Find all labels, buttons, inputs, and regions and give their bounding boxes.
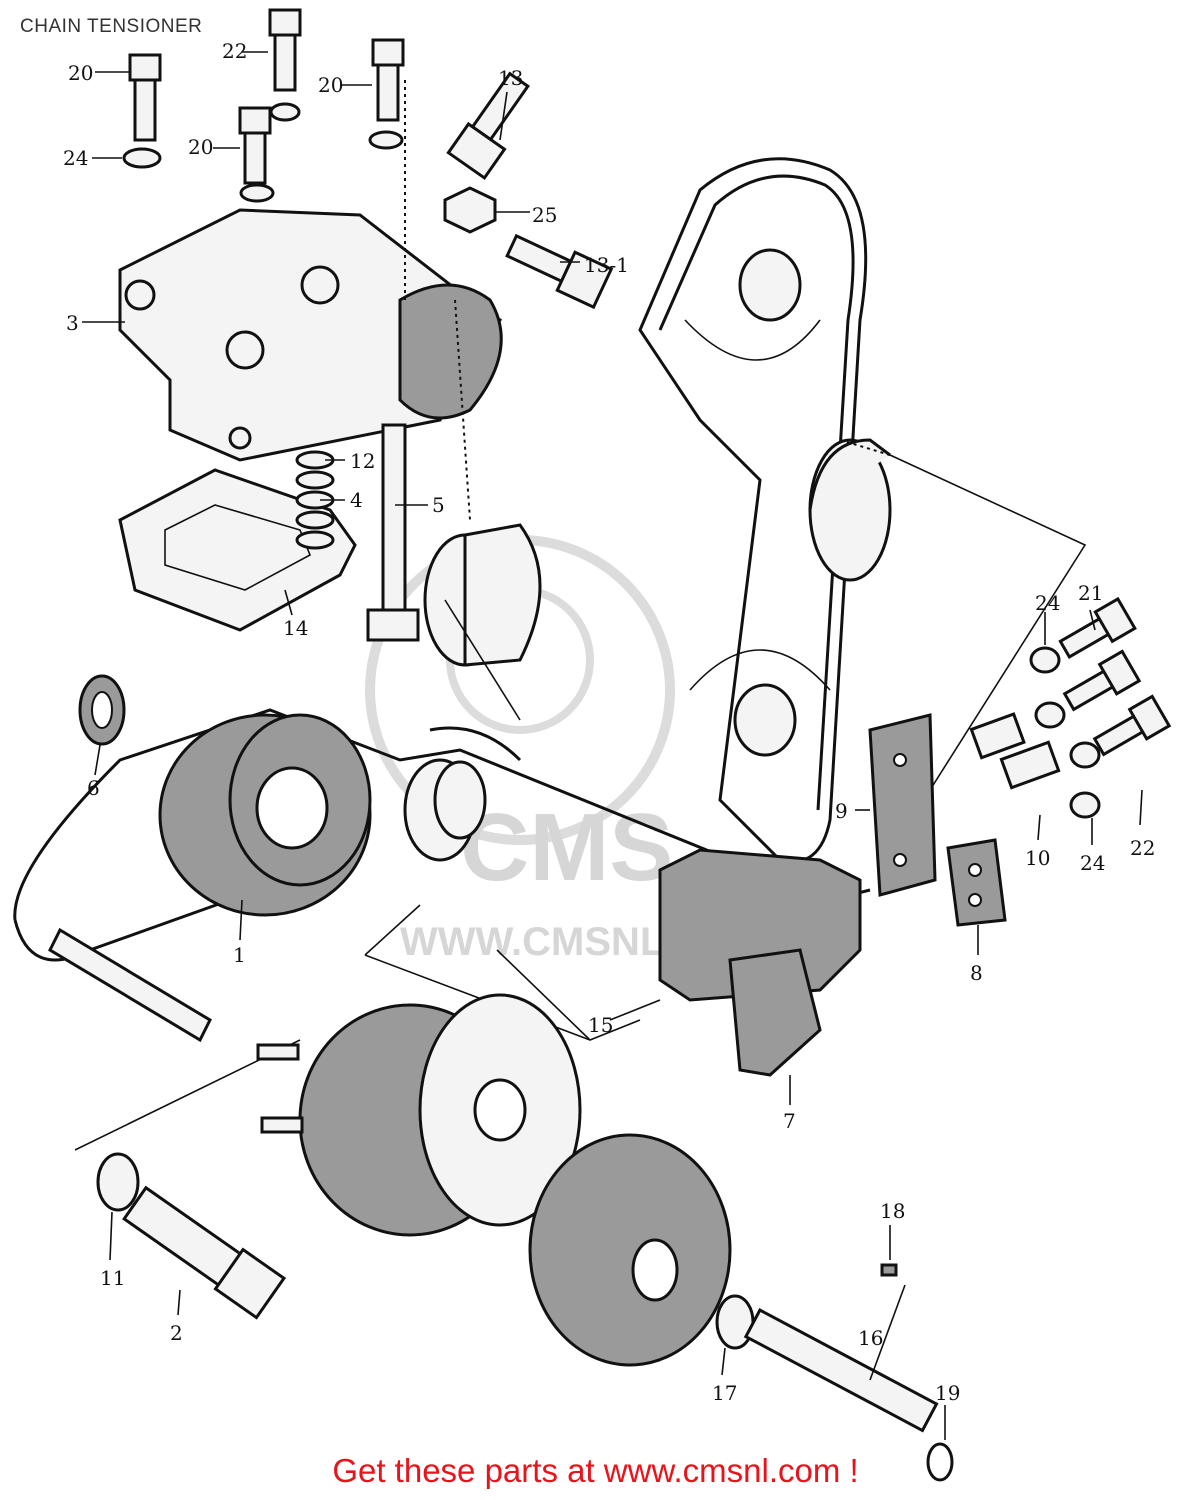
- callout-20-a: 20: [68, 61, 93, 85]
- bolt-13: [446, 71, 530, 181]
- washer-11: [96, 1152, 140, 1212]
- shaft-16: [743, 1308, 939, 1433]
- washer-20-b: [368, 130, 404, 150]
- callout-11: 11: [100, 1266, 125, 1290]
- bolt-22-a: [268, 8, 302, 92]
- spring-4: [295, 450, 335, 550]
- footer-link-text[interactable]: Get these parts at www.cmsnl.com !: [332, 1452, 859, 1489]
- callout-18: 18: [880, 1199, 905, 1223]
- callout-2: 2: [170, 1321, 183, 1345]
- damper-block-9: [868, 713, 937, 897]
- callout-24-b: 24: [1035, 591, 1060, 615]
- watermark-logo: CMS: [460, 794, 673, 901]
- tensioner-housing-3: [118, 208, 503, 462]
- washer-24-c: [1034, 701, 1066, 729]
- screw-a: [256, 1043, 300, 1061]
- callout-13-1: 13-1: [584, 253, 629, 277]
- gasket-14: [118, 468, 357, 632]
- washer-22-a: [269, 102, 301, 122]
- bolt-21: [1058, 596, 1137, 659]
- bolt-right-2: [1062, 649, 1142, 712]
- collar-10-a: [969, 712, 1026, 760]
- tensioner-roller-rear: [808, 438, 892, 582]
- callout-22-a: 22: [222, 39, 247, 63]
- rotor-assembly: [298, 993, 732, 1367]
- guide-bracket-7: [728, 948, 822, 1077]
- tensioner-roller: [423, 523, 542, 667]
- callout-14: 14: [283, 616, 308, 640]
- callout-15: 15: [588, 1013, 613, 1037]
- callout-10: 10: [1025, 846, 1050, 870]
- callout-24-a: 24: [63, 146, 88, 170]
- washer-24-e: [1069, 791, 1101, 819]
- callout-13: 13: [498, 66, 523, 90]
- diagram-title: CHAIN TENSIONER: [20, 16, 203, 37]
- callout-9: 9: [835, 799, 848, 823]
- cam-sprocket-1: [158, 713, 372, 917]
- callout-8: 8: [970, 961, 983, 985]
- callout-21: 21: [1078, 581, 1103, 605]
- callout-6: 6: [87, 776, 100, 800]
- bolt-right-3: [1092, 694, 1172, 757]
- washer-24-d: [1069, 741, 1101, 769]
- callout-22-b: 22: [1130, 836, 1155, 860]
- washer-24-a: [122, 147, 162, 169]
- callout-3: 3: [66, 311, 79, 335]
- callout-12: 12: [350, 449, 375, 473]
- pin-2: [122, 1185, 287, 1320]
- push-rod-5: [366, 423, 420, 642]
- callout-16: 16: [858, 1326, 883, 1350]
- damper-block-8: [946, 838, 1007, 927]
- callout-19: 19: [935, 1381, 960, 1405]
- callout-7: 7: [783, 1109, 796, 1133]
- small-sprocket: [403, 758, 487, 862]
- callout-20-b: 20: [318, 73, 343, 97]
- leader-lines: [82, 51, 1143, 1440]
- callout-1: 1: [233, 943, 246, 967]
- bolt-20-a: [128, 53, 162, 142]
- callout-labels: 20 22 20 20 24 13 25 13-1 3 12 4 5 14 6 …: [63, 39, 1155, 1405]
- clip-19: [926, 1442, 954, 1482]
- collar-10-b: [999, 740, 1061, 790]
- bolt-20-c: [238, 106, 272, 185]
- nut-25: [443, 186, 497, 234]
- washer-20-c: [239, 183, 275, 203]
- bolt-13-1: [505, 233, 614, 310]
- crank-shaft: [48, 927, 212, 1043]
- callout-24-c: 24: [1080, 851, 1105, 875]
- key-18: [880, 1263, 898, 1277]
- screw-b: [260, 1116, 304, 1134]
- callout-5: 5: [432, 493, 445, 517]
- callout-17: 17: [712, 1381, 737, 1405]
- washer-24-b: [1029, 646, 1061, 674]
- callout-4: 4: [350, 488, 363, 512]
- callout-25: 25: [532, 203, 557, 227]
- chain-guide-15: [658, 848, 862, 1002]
- bolt-20-b: [371, 38, 405, 122]
- washer-17: [715, 1294, 755, 1350]
- callout-20-c: 20: [188, 135, 213, 159]
